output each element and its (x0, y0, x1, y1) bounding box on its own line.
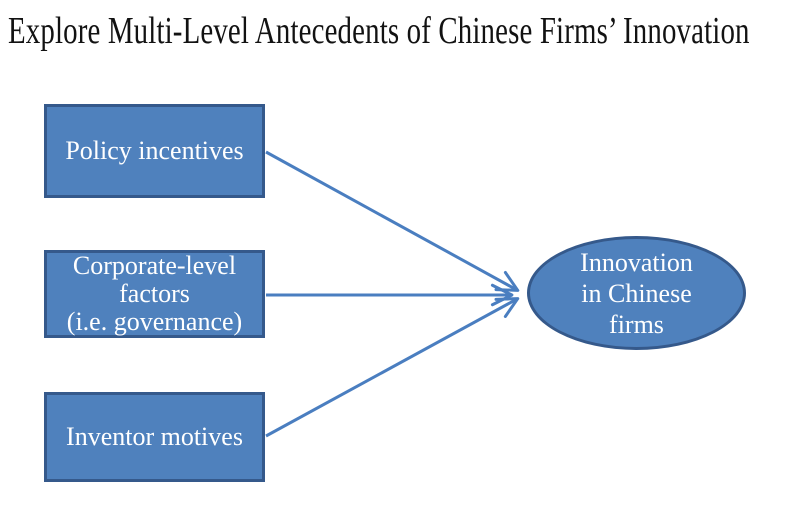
ellipse-innovation-in-chinese-firms: Innovation in Chinese firms (527, 236, 746, 350)
box-corporate-level-factors: Corporate-level factors (i.e. governance… (44, 250, 265, 338)
diagram-title: Explore Multi-Level Antecedents of Chine… (8, 10, 750, 52)
box-inventor-motives-label: Inventor motives (66, 422, 243, 451)
arrow-inventor-to-innovation (265, 297, 520, 438)
ellipse-innovation-label: Innovation in Chinese firms (580, 247, 693, 339)
box-policy-incentives-label: Policy incentives (65, 136, 244, 165)
box-corporate-level-factors-label: Corporate-level factors (i.e. governance… (66, 251, 243, 336)
box-policy-incentives: Policy incentives (44, 104, 265, 198)
box-inventor-motives: Inventor motives (44, 392, 265, 482)
arrow-policy-to-innovation (265, 150, 520, 292)
